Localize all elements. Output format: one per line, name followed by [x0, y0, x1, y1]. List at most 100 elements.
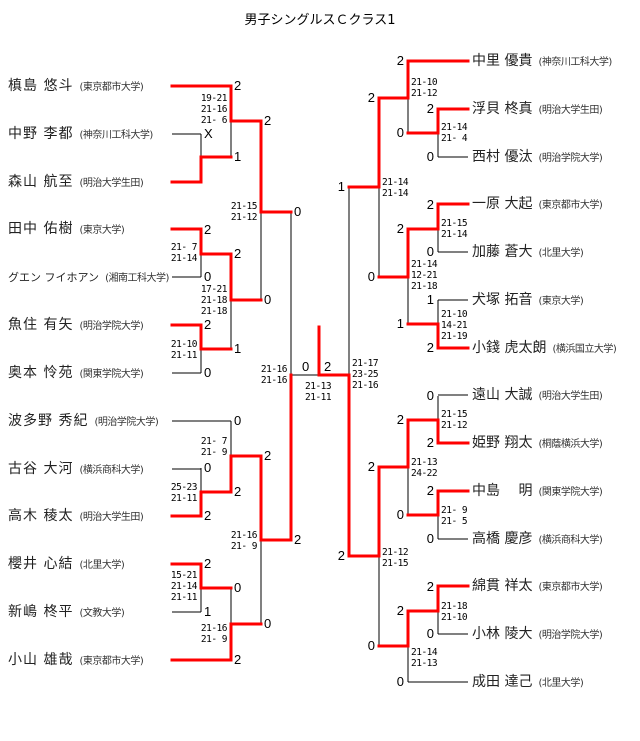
- player-name: 姫野 翔太: [472, 435, 533, 451]
- player-name: 小山 雄哉: [8, 652, 74, 668]
- player-name: 中野 李都: [8, 126, 74, 142]
- player-entry: 中野 李都 (神奈川工科大学): [8, 123, 153, 143]
- match-result: 2: [234, 246, 242, 261]
- player-entry: 犬塚 拓音 (東京大学): [472, 289, 584, 309]
- player-name: 魚住 有矢: [8, 317, 74, 333]
- player-school: (北里大学): [538, 678, 584, 689]
- match-result: 2: [234, 78, 242, 93]
- set-scores: 21-15 21-12: [230, 201, 258, 223]
- match-result: 2: [426, 197, 434, 212]
- player-name: 森山 航至: [8, 174, 74, 190]
- player-school: (湘南工科大学): [105, 273, 169, 284]
- set-scores: 21- 9 21- 5: [441, 505, 468, 527]
- set-scores: 21-14 21-14: [382, 177, 409, 199]
- match-result: 0: [396, 674, 404, 689]
- player-name: 高木 稜太: [8, 508, 74, 524]
- player-entry: 中里 優貴(神奈川工科大学): [472, 50, 612, 70]
- player-entry: 魚住 有矢 (明治学院大学): [8, 314, 144, 334]
- bracket-title: 男子シングルスＣクラス1: [244, 13, 396, 28]
- set-scores: 25-23 21-11: [170, 482, 198, 504]
- player-school: (東京大学): [538, 296, 584, 307]
- set-scores: 21-16 21-16: [260, 364, 288, 386]
- player-name: 西村 優汰: [472, 149, 533, 165]
- player-school: (横浜国立大学): [552, 344, 617, 355]
- player-name: 奥本 怜苑: [8, 365, 74, 381]
- match-result: 2: [396, 412, 404, 427]
- set-scores: 21-14 12-21 21-18: [411, 259, 438, 292]
- match-result: 0: [396, 125, 404, 140]
- player-entry: 小錢 虎太朗 (横浜国立大学): [472, 337, 617, 357]
- match-result: 0: [294, 204, 302, 219]
- match-result: 0: [426, 149, 434, 164]
- set-scores: 21-13 24-22: [411, 457, 438, 479]
- match-result: 0: [426, 626, 434, 641]
- match-result: 0: [426, 388, 434, 403]
- player-entry: 遠山 大誠(明治大学生田): [472, 384, 603, 404]
- player-school: (神奈川工科大学): [79, 130, 153, 141]
- player-name: 犬塚 拓音: [472, 292, 533, 308]
- match-result: 2: [396, 221, 404, 236]
- set-scores: 21-17 23-25 21-16: [352, 358, 379, 391]
- match-result: 2: [264, 113, 272, 128]
- player-entry: グエン フイホアン (湘南工科大学): [8, 266, 169, 286]
- match-result: 2: [204, 508, 212, 523]
- match-result: 2: [294, 532, 302, 547]
- match-result: 0: [264, 616, 272, 631]
- set-scores: 21-15 21-14: [441, 218, 468, 240]
- match-result: 0: [426, 244, 434, 259]
- player-name: グエン フイホアン: [8, 271, 100, 284]
- player-entry: 森山 航至(明治大学生田): [8, 171, 144, 191]
- match-result: 2: [367, 90, 375, 105]
- player-name: 小林 陵大: [472, 626, 533, 642]
- set-scores: 21-14 21-13: [411, 647, 438, 669]
- match-result: 0: [204, 365, 212, 380]
- match-result: 2: [234, 652, 242, 667]
- match-result: 0: [204, 269, 212, 284]
- match-result: 1: [426, 292, 434, 307]
- player-school: (東京大学): [79, 225, 125, 236]
- player-entry: 成田 達己(北里大学): [472, 671, 584, 691]
- player-school: (明治学院大学): [79, 321, 144, 332]
- match-result: 1: [204, 604, 212, 619]
- player-entry: 浮貝 柊真(明治大学生田): [472, 98, 603, 118]
- player-name: 遠山 大誠: [472, 387, 533, 403]
- player-name: 小錢 虎太朗: [472, 340, 547, 356]
- match-result: 1: [337, 179, 345, 194]
- match-result: 2: [204, 222, 212, 237]
- set-scores: 21-10 21-12: [411, 77, 438, 99]
- player-school: (明治学院大学): [538, 153, 603, 164]
- player-school: (明治大学生田): [538, 105, 603, 116]
- player-school: (神奈川工科大学): [538, 57, 612, 68]
- match-result: 2: [367, 459, 375, 474]
- player-entry: 槙島 悠斗(東京都市大学): [8, 75, 144, 95]
- player-school: (明治学院大学): [94, 417, 159, 428]
- final-set-scores: 21-13 21-11: [305, 381, 332, 403]
- match-result: 2: [204, 556, 212, 571]
- player-school: (関東学院大学): [79, 369, 144, 380]
- player-entry: 新嶋 柊平(文教大学): [8, 601, 125, 621]
- player-school: (東京都市大学): [79, 82, 144, 93]
- match-result: 1: [234, 341, 242, 356]
- match-result: 0: [367, 269, 375, 284]
- player-name: 高橋 慶彦: [472, 531, 533, 547]
- set-scores: 15-21 21-14 21-11: [170, 570, 198, 603]
- final-result-left: 0: [302, 359, 310, 374]
- match-result: 2: [426, 435, 434, 450]
- set-scores: 21-16 21- 9: [230, 530, 258, 552]
- match-result: 2: [426, 340, 434, 355]
- match-result: 2: [264, 448, 272, 463]
- player-school: (北里大学): [79, 560, 125, 571]
- set-scores: 21-14 21- 4: [441, 122, 468, 144]
- player-entry: 一原 大起(東京都市大学): [472, 193, 603, 213]
- player-name: 新嶋 柊平: [8, 604, 74, 620]
- player-entry: 中島 明(関東学院大学): [472, 480, 603, 500]
- player-school: (東京都市大学): [538, 582, 603, 593]
- player-school: (東京都市大学): [538, 200, 603, 211]
- set-scores: 17-21 21-18 21-18: [200, 284, 228, 317]
- match-result: 2: [234, 484, 242, 499]
- set-scores: 21- 7 21- 9: [200, 436, 228, 458]
- player-name: 加藤 蒼大: [472, 244, 533, 260]
- player-entry: 姫野 翔太(桐蔭横浜大学): [472, 432, 603, 452]
